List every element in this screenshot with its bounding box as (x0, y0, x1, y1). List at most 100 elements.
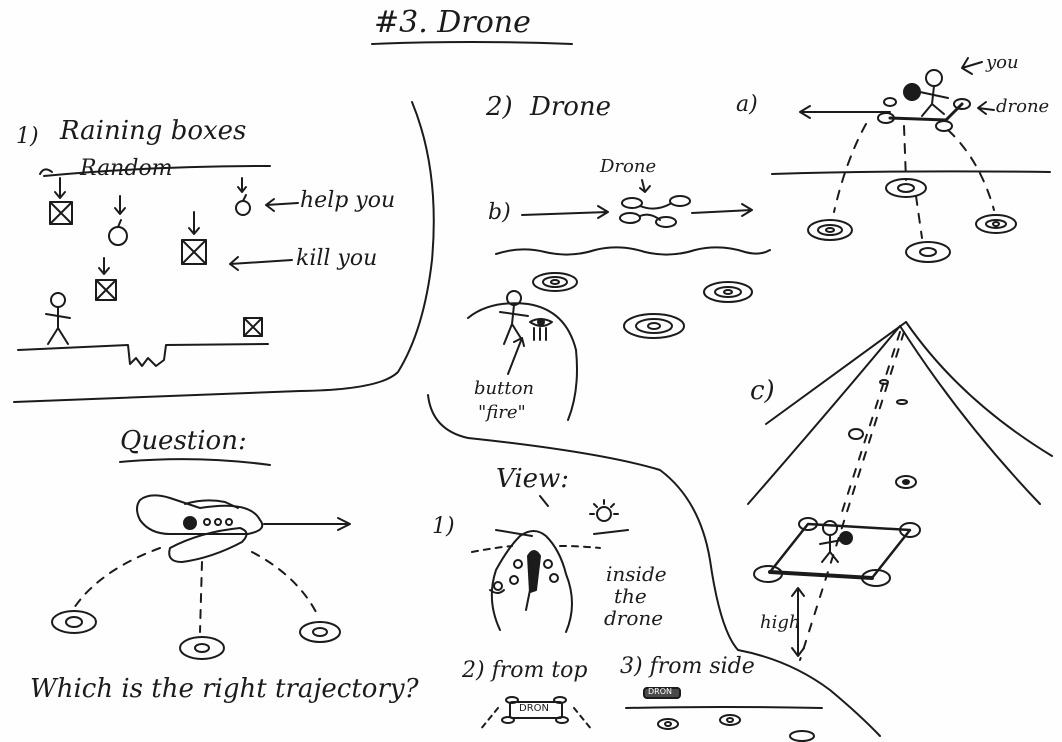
target (719, 714, 741, 726)
fall-arrow (188, 211, 200, 235)
target (789, 730, 815, 742)
apple-icon (108, 219, 128, 246)
target (905, 241, 951, 263)
fire-button-label-line1: button (474, 378, 535, 399)
kill-label: kill you (296, 246, 378, 271)
side-view-drone-text: DRON (648, 687, 672, 696)
fall-arrow (237, 177, 247, 193)
view-item1-line3: drone (604, 606, 664, 630)
arrow-out (691, 203, 753, 217)
drone-label: drone (996, 96, 1050, 117)
part-b-drone-label: Drone (600, 156, 657, 177)
drop-path (947, 129, 995, 211)
target-middle (179, 636, 225, 660)
target-right (299, 621, 341, 643)
perspective-line-left-inner (747, 325, 901, 505)
section1-number: 1) (16, 124, 39, 149)
fall-arrow (114, 195, 126, 215)
ground-with-pit (17, 343, 269, 367)
kill-arrow (229, 256, 293, 271)
drop-path-c-2 (799, 331, 905, 661)
apple-icon (235, 194, 251, 216)
side-view-ground (625, 706, 823, 709)
help-arrow (265, 198, 299, 212)
question-underline (119, 458, 271, 466)
fall-arrow (98, 257, 110, 275)
arrow-left (799, 105, 891, 119)
view-item3-label: 3) from side (620, 654, 755, 679)
random-line (43, 165, 271, 177)
view-item1-number: 1) (432, 514, 455, 539)
drop-path-c (841, 331, 901, 513)
box-crate (49, 201, 73, 225)
horizon-left (471, 545, 513, 553)
plane-drawing (136, 494, 351, 563)
part-b-label: b) (488, 200, 511, 225)
target (532, 272, 578, 292)
top-view-drone (479, 696, 593, 731)
drop-path (915, 195, 923, 239)
help-label: help you (300, 188, 396, 213)
drop-path (833, 123, 867, 213)
view-item2-label: 2) from top (462, 658, 588, 683)
stick-figure (45, 292, 71, 345)
perspective-line-right-outer (905, 321, 1053, 457)
high-label: high (760, 612, 801, 633)
target (895, 475, 917, 489)
controller-hand (467, 290, 578, 421)
drone-drawing-b (619, 195, 691, 228)
question-prompt: Which is the right trajectory? (30, 674, 419, 704)
random-label: Random (80, 156, 173, 181)
box-crate (95, 279, 117, 301)
sun-icon (589, 499, 619, 522)
part-c-label: c) (750, 376, 775, 406)
section1-heading: Raining boxes (60, 116, 247, 146)
top-view-drone-text: DRON (519, 703, 549, 714)
ground-line (771, 170, 1051, 175)
part-a-label: a) (736, 92, 758, 117)
target (885, 178, 927, 198)
target (896, 399, 908, 405)
drone-arrow (977, 101, 995, 115)
title-underline (371, 41, 573, 45)
horizon-right (559, 545, 601, 549)
view-rays (495, 495, 629, 537)
you-label: you (986, 52, 1019, 73)
you-arrow (961, 57, 983, 75)
target (848, 428, 864, 440)
target (703, 281, 753, 303)
box-crate (181, 239, 207, 265)
water-line (495, 246, 771, 256)
drop-path (903, 125, 907, 181)
target-left (51, 610, 97, 634)
rider-drone-c (753, 517, 921, 587)
rider-drone-a (877, 69, 971, 132)
view-heading: View: (496, 464, 570, 494)
cockpit-drawing (489, 530, 573, 633)
target (657, 718, 679, 730)
perspective-line-right (899, 325, 1041, 505)
target (623, 313, 685, 339)
trajectory-right (251, 551, 317, 613)
perspective-line-left (765, 321, 907, 425)
target (879, 379, 889, 385)
view-item1-line2: the (614, 584, 647, 608)
view-item1-line1: inside (606, 562, 667, 586)
fall-arrow (54, 177, 66, 199)
height-arrow (791, 587, 805, 657)
panel-border-middle (427, 394, 739, 651)
question-heading: Question: (120, 426, 247, 456)
section2-number: 2) (486, 92, 513, 122)
target (807, 219, 853, 241)
side-view-drone (643, 687, 681, 699)
trajectory-middle (199, 561, 203, 633)
random-hook (39, 168, 53, 175)
target (975, 214, 1017, 234)
section2-heading: Drone (530, 92, 612, 122)
panel-border-right (737, 649, 881, 737)
fire-button-label-line2: "fire" (478, 402, 526, 423)
arrow-in (521, 205, 609, 219)
sheet-title: #3. Drone (374, 5, 531, 40)
